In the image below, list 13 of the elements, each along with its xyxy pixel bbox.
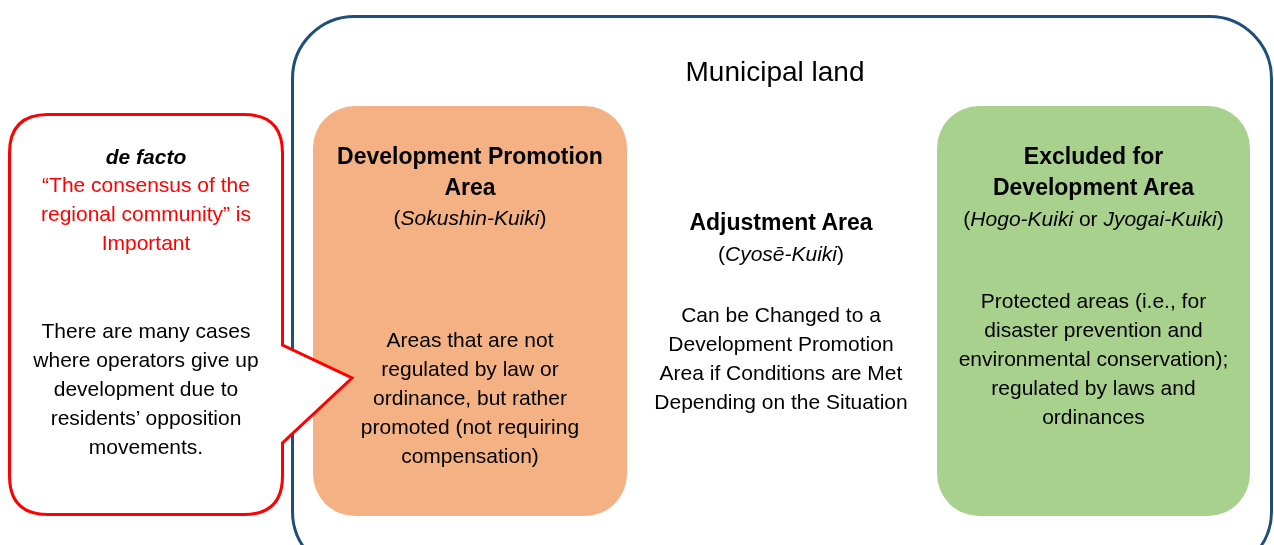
area-subtitle: (Cyosē-Kuiki): [716, 241, 845, 267]
area-heading: Development Promotion Area: [336, 142, 604, 202]
area-subtitle: (Sokushin-Kuiki): [392, 205, 548, 231]
area-heading: Adjustment Area: [688, 208, 874, 237]
area-description: Areas that are not regulated by law or ordinance, but rather promoted (not requiring compensation): [359, 327, 581, 469]
area-description: Protected areas (i.e., for disaster prevention and environmental conservation); regulated by laws and ordinances: [957, 288, 1230, 430]
area-subtitle: (Hogo-Kuiki or Jyogai-Kuiki): [962, 206, 1225, 232]
callout-heading: de facto: [104, 144, 188, 170]
area-heading: Excluded for Development Area: [991, 142, 1196, 202]
callout-emphasis: “The consensus of the regional community” is Important: [39, 172, 253, 256]
region-title: Municipal land: [684, 55, 866, 89]
area-description: Can be Changed to a Development Promotion Area if Conditions are Met Depending on the Situation: [653, 302, 909, 415]
callout-text: There are many cases where operators give up development due to residents’ opposition movements.: [32, 318, 260, 460]
